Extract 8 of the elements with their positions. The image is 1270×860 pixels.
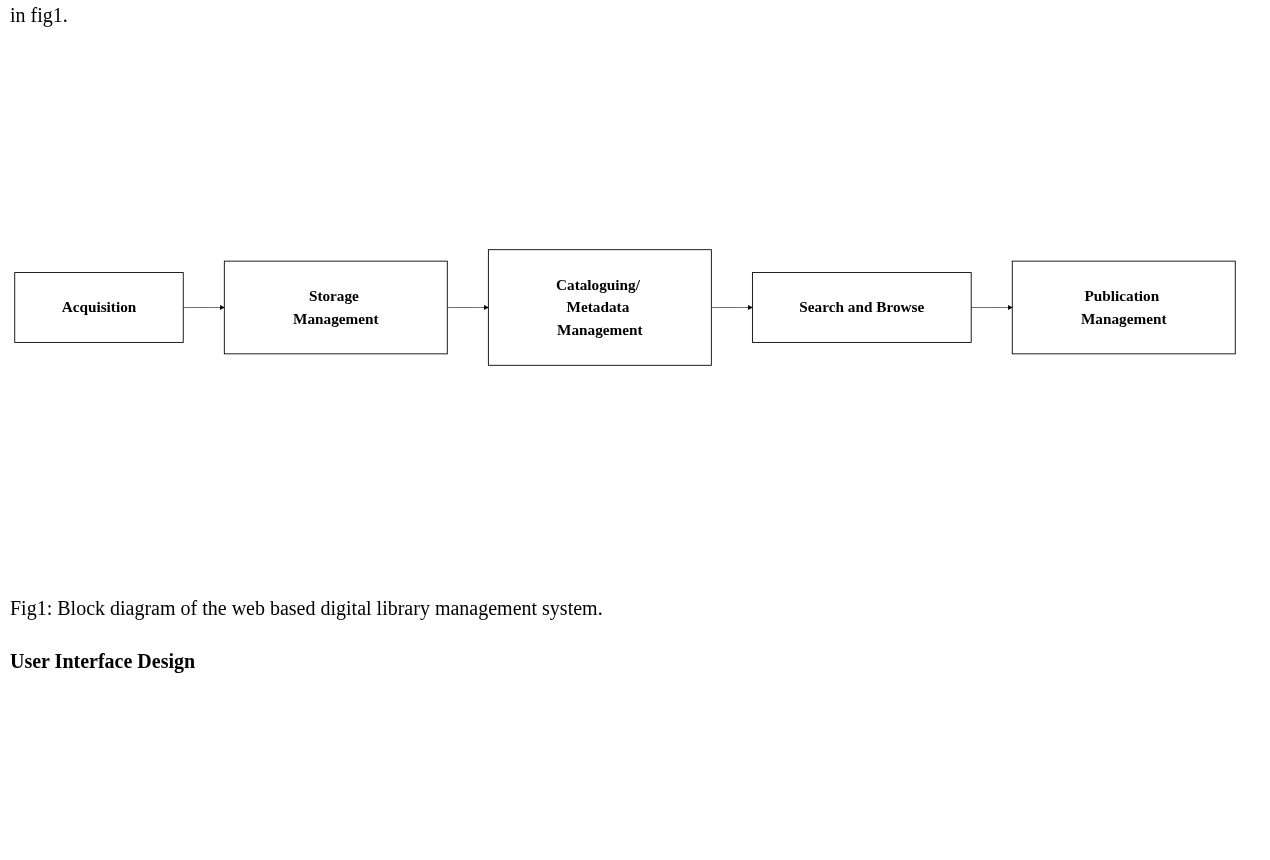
section-heading: User Interface Design — [10, 650, 197, 673]
node-box: Publication Management — [1011, 260, 1236, 354]
node-box: Cataloguing/ Metadata Management — [487, 248, 712, 366]
node-box: Acquisition — [14, 271, 184, 343]
node-box: Search and Browse — [751, 271, 972, 343]
node-box: Storage Management — [223, 260, 448, 354]
text-fragment: in fig1. — [10, 4, 69, 27]
figure-caption: Fig1: Block diagram of the web based digital library management system. — [10, 597, 604, 620]
